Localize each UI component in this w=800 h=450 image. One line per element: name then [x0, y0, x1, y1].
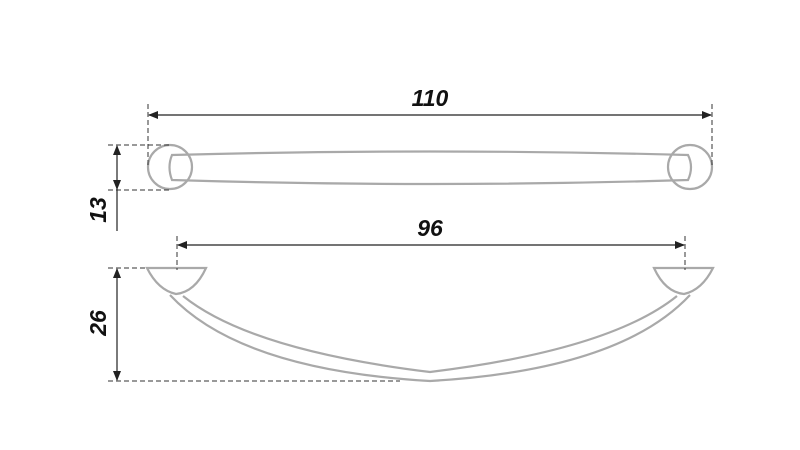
dimension-label-13: 13 — [85, 197, 111, 223]
dimension-label-26: 26 — [85, 310, 111, 337]
dimension-overall-length: 110 — [147, 85, 713, 165]
dimension-base-diameter: 13 — [85, 144, 170, 231]
side-view — [145, 266, 715, 383]
handle-bar-top — [168, 150, 693, 186]
left-foot — [145, 266, 208, 296]
arm-upper-edge — [182, 295, 678, 374]
dimension-height: 26 — [85, 267, 400, 382]
top-view — [146, 143, 714, 191]
left-base-circle — [146, 143, 194, 191]
dimension-label-96: 96 — [417, 215, 443, 241]
dimension-label-110: 110 — [412, 85, 449, 111]
arm-lower-edge — [169, 294, 691, 383]
right-foot — [652, 266, 715, 296]
dimension-hole-spacing: 96 — [176, 215, 686, 270]
right-base-circle — [666, 143, 714, 191]
